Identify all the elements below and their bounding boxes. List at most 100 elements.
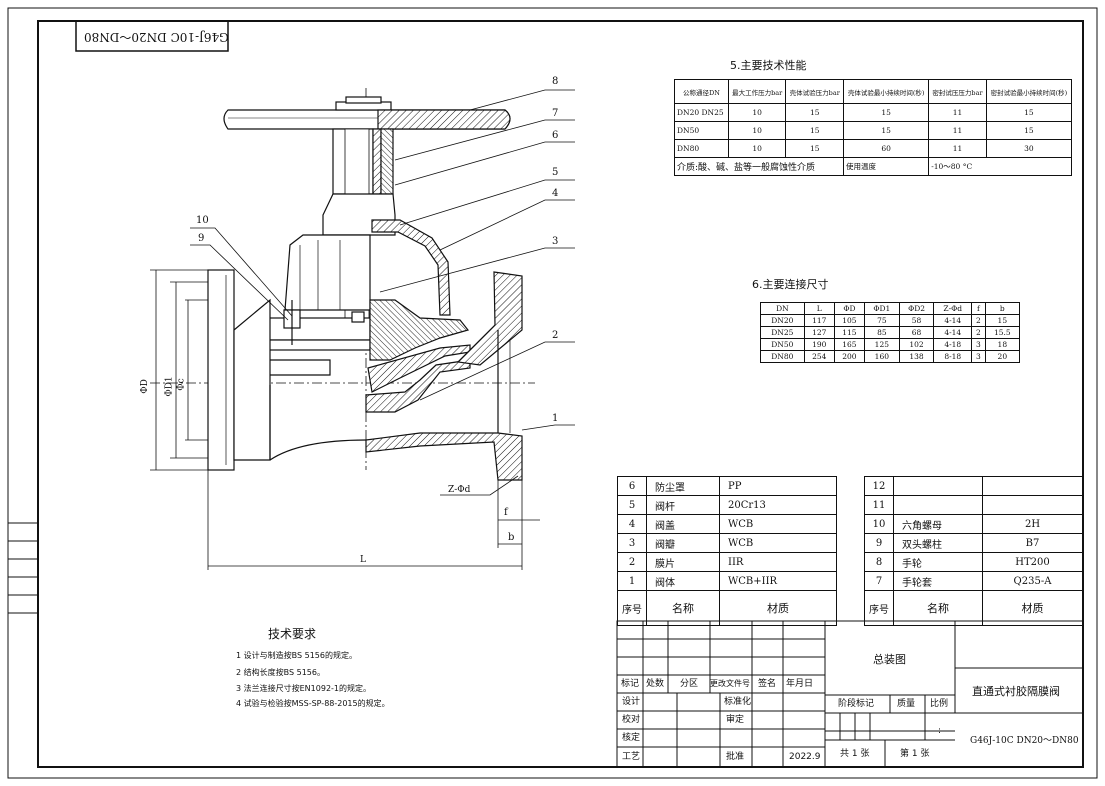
cell: 11 [864, 495, 894, 515]
temp-value: -10～80 °C [928, 157, 1072, 176]
dim-phiD1: ΦD1 [164, 376, 175, 397]
perf-h1: 最大工作压力bar [727, 79, 787, 104]
bom-header-seq: 序号 [864, 590, 894, 626]
cell: 20Cr13 [719, 495, 837, 515]
table-row: DN80 10 15 60 11 30 [674, 139, 1073, 158]
label-check: 核定 [622, 733, 641, 743]
assembly-title: 总装图 [873, 653, 906, 666]
cell: 60 [843, 139, 930, 158]
table-row: 介质:酸、碱、盐等一般腐蚀性介质 使用温度 -10～80 °C [673, 157, 1072, 176]
temp-label: 使用温度 [843, 157, 930, 176]
cell: DN [760, 302, 805, 315]
cell: 阀体 [646, 571, 720, 591]
cell: 125 [864, 338, 900, 351]
tech-req-item-3: 3 法兰连接尺寸按EN1092-1的规定。 [236, 684, 372, 693]
cell: 2 [971, 314, 986, 327]
cell: L [803, 302, 835, 315]
product-code: G46J-10C DN20～DN80 [970, 736, 1079, 746]
scale-value: : [938, 726, 942, 736]
cell: ΦD2 [898, 302, 935, 315]
label-process: 工艺 [622, 752, 641, 762]
cell: b [984, 302, 1021, 315]
cell: 6 [617, 476, 647, 496]
table-row: DN25 127 115 85 68 4-14 2 15.5 [760, 326, 1021, 339]
dim-z: Z-Φd [448, 485, 471, 495]
cell: 58 [898, 314, 935, 327]
cell: 75 [864, 314, 900, 327]
cell: 4-18 [933, 338, 973, 351]
cell: 138 [898, 350, 935, 363]
rev-label-zone: 分区 [680, 679, 699, 689]
medium-label: 介质:酸、碱、盐等一般腐蚀性介质 [673, 157, 845, 176]
leader-7: 7 [552, 108, 559, 119]
bom-header-seq: 序号 [617, 590, 647, 626]
cell: 15 [785, 139, 845, 158]
drawing-code-stamp: G46J-10C DN20～DN80 [84, 30, 229, 44]
cell: 3 [971, 338, 986, 351]
dim-phiD: ΦD [139, 379, 150, 394]
cell: 18 [984, 338, 1021, 351]
cell: 3 [617, 533, 647, 553]
cell: 防尘罩 [646, 476, 720, 496]
cell: f [971, 302, 986, 315]
sheet-number: 第 1 张 [900, 749, 930, 759]
cell: 68 [898, 326, 935, 339]
table-row: DN20 DN25 10 15 15 11 15 [674, 103, 1073, 122]
cell: 15 [785, 103, 845, 122]
cell: 六角螺母 [893, 514, 983, 534]
perf-h0: 公称通径DN [674, 79, 729, 104]
cell: 105 [833, 314, 866, 327]
dim-b: b [508, 532, 515, 543]
rev-label-sign: 签名 [758, 679, 777, 689]
cell: DN50 [674, 121, 729, 140]
cell: Z-Φd [933, 302, 973, 315]
leader-8: 8 [552, 76, 559, 87]
cell: 9 [864, 533, 894, 553]
table-row: DN50 190 165 125 102 4-18 3 18 [760, 338, 1021, 351]
table-row: 12 [864, 476, 1083, 496]
cell: 117 [803, 314, 835, 327]
cell: B7 [982, 533, 1083, 553]
cell: ΦD [833, 302, 866, 315]
cell: 4-14 [933, 326, 973, 339]
cell: DN80 [674, 139, 729, 158]
performance-title: 5.主要技术性能 [730, 59, 807, 72]
cell: WCB+IIR [719, 571, 837, 591]
cell: 15 [843, 121, 930, 140]
cell: DN20 DN25 [674, 103, 729, 122]
table-row: DN50 10 15 15 11 15 [674, 121, 1073, 140]
cell: DN80 [760, 350, 805, 363]
cell: 20 [984, 350, 1021, 363]
cell: 165 [833, 338, 866, 351]
cell [893, 476, 983, 496]
cell: 膜片 [646, 552, 720, 572]
leader-9: 9 [198, 233, 205, 244]
cell: 1 [617, 571, 647, 591]
cell: 30 [985, 139, 1073, 158]
perf-h5: 密封试验最小持续时间(秒) [985, 79, 1073, 104]
tech-req-title: 技术要求 [268, 627, 317, 641]
outer-frame [7, 7, 1098, 779]
table-row: DN L ΦD ΦD1 ΦD2 Z-Φd f b [760, 302, 1021, 315]
leader-10: 10 [196, 215, 209, 226]
bom-header-row: 序号 名称 材质 [864, 590, 1083, 626]
cell: DN50 [760, 338, 805, 351]
tech-req-item-2: 2 结构长度按BS 5156。 [236, 668, 325, 677]
valve-assembly-drawing [150, 88, 535, 481]
tech-req-item-1: 1 设计与制造按BS 5156的规定。 [236, 651, 357, 660]
cell: 5 [617, 495, 647, 515]
cell: DN25 [760, 326, 805, 339]
cell: 254 [803, 350, 835, 363]
label-stage: 阶段标记 [838, 699, 875, 709]
rev-label-date: 年月日 [786, 679, 814, 689]
cell [893, 495, 983, 515]
bom-header-name: 名称 [646, 590, 720, 626]
perf-h3: 壳体试验最小持续时间(秒) [843, 79, 930, 104]
cell: 阀盖 [646, 514, 720, 534]
